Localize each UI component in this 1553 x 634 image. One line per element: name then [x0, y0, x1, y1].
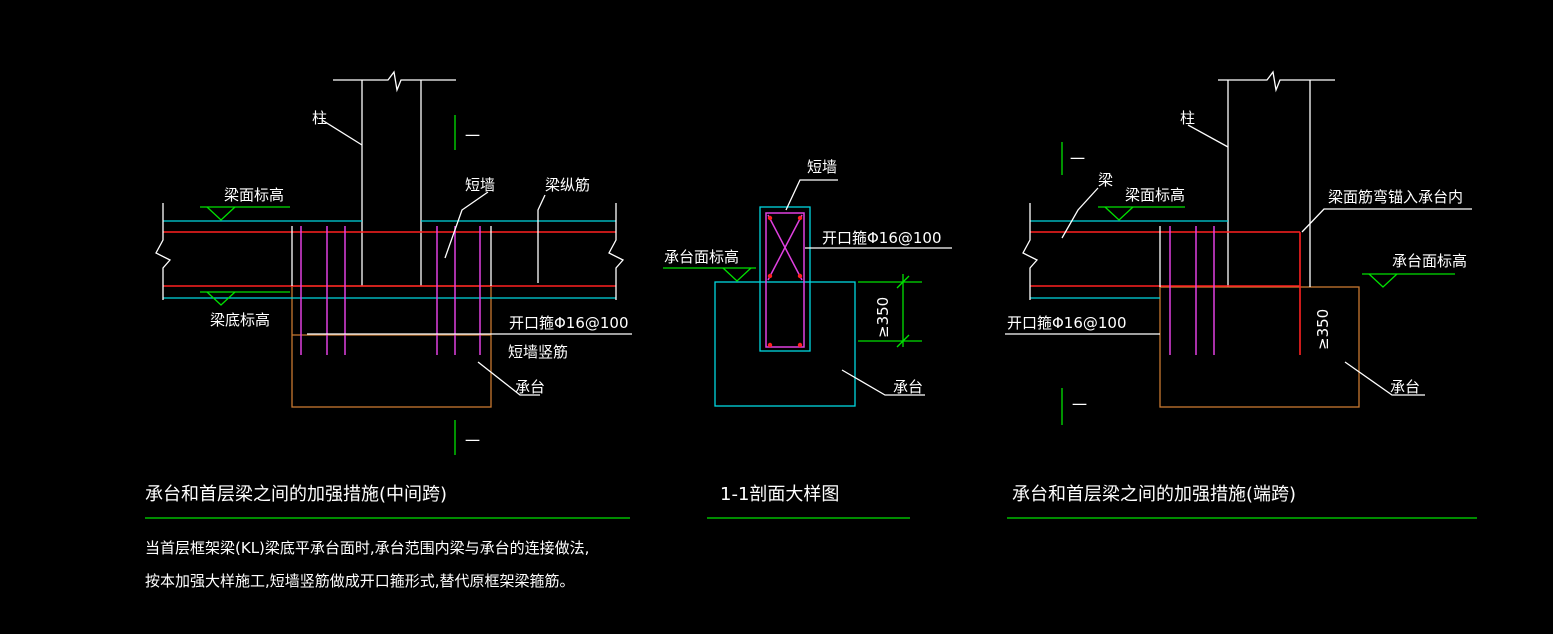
- right-label-cap-top-elev: 承台面标高: [1392, 252, 1467, 270]
- left-pile-cap: [291, 285, 492, 408]
- left-section-mark-top: 一: [465, 127, 480, 145]
- left-label-beam-bottom-elev: 梁底标高: [210, 311, 270, 329]
- right-label-column: 柱: [1180, 109, 1195, 127]
- left-section-mark-bottom: 一: [465, 432, 480, 450]
- notes: 当首层框架梁(KL)梁底平承台面时,承台范围内梁与承台的连接做法, 按本加强大样…: [145, 539, 589, 590]
- left-detail: 柱 短墙 梁面标高 梁纵筋 梁底标高 开口箍Φ16@100 短墙竖筋 承台 一 …: [145, 70, 632, 519]
- left-label-beam-long-bar: 梁纵筋: [545, 176, 590, 194]
- right-detail: ≥350 柱 梁 梁面标高 梁面筋弯锚入承台内 承台面标高 开口箍Φ16@100…: [1005, 70, 1477, 519]
- left-label-wall-vertical-bar: 短墙竖筋: [508, 343, 568, 361]
- left-label-short-wall: 短墙: [465, 176, 495, 194]
- right-dimension: ≥350: [1314, 309, 1332, 350]
- left-title: 承台和首层梁之间的加强措施(中间跨): [145, 484, 447, 505]
- right-label-beam-top-elev: 梁面标高: [1125, 186, 1185, 204]
- middle-label-short-wall: 短墙: [807, 158, 837, 176]
- middle-label-cap-top-elev: 承台面标高: [664, 248, 739, 266]
- right-label-anchor: 梁面筋弯锚入承台内: [1328, 188, 1463, 206]
- right-pile-cap: [1159, 286, 1360, 408]
- left-label-beam-top-elev: 梁面标高: [224, 186, 284, 204]
- note-line-2: 按本加强大样施工,短墙竖筋做成开口箍形式,替代原框架梁箍筋。: [145, 572, 575, 590]
- left-beam: [155, 203, 625, 300]
- middle-short-wall: [759, 206, 811, 352]
- left-label-stirrup: 开口箍Φ16@100: [509, 314, 629, 332]
- left-label-pile-cap: 承台: [515, 378, 545, 396]
- left-label-column: 柱: [312, 109, 327, 127]
- middle-detail: ≥350 短墙 开口箍Φ16@100 承台面标高 承台 1-1剖面大样图: [663, 158, 952, 519]
- middle-dimension: ≥350: [874, 297, 892, 338]
- right-label-stirrup: 开口箍Φ16@100: [1007, 314, 1127, 332]
- right-section-mark-bottom: 一: [1072, 396, 1087, 414]
- right-section-mark-top: 一: [1070, 150, 1085, 168]
- right-title: 承台和首层梁之间的加强措施(端跨): [1012, 484, 1296, 505]
- middle-pile-cap: [714, 281, 856, 407]
- right-label-pile-cap: 承台: [1390, 378, 1420, 396]
- middle-title: 1-1剖面大样图: [720, 484, 839, 505]
- right-label-beam: 梁: [1098, 171, 1113, 189]
- middle-label-stirrup: 开口箍Φ16@100: [822, 229, 942, 247]
- left-column: [333, 70, 456, 286]
- middle-label-pile-cap: 承台: [893, 378, 923, 396]
- note-line-1: 当首层框架梁(KL)梁底平承台面时,承台范围内梁与承台的连接做法,: [145, 539, 589, 557]
